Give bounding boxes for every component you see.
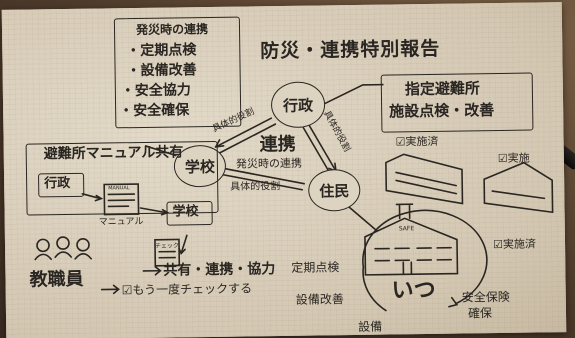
manual-caption: マニュアル: [98, 216, 144, 228]
cycle-anzen2: 確保: [467, 306, 493, 321]
shelter-box-line1: 指定避難所: [404, 79, 481, 99]
manual-gakkou-label: 学校: [172, 204, 199, 220]
manual-box-heading: 避難所マニュアル共有: [43, 144, 184, 163]
node-juumin-label: 住民: [319, 181, 350, 201]
cycle-teiki: 定期点検: [291, 260, 340, 275]
building-sign: SAFE: [398, 225, 415, 233]
shelter-box-line2: 施設点検・改善: [389, 101, 495, 121]
staff-recheck: ☑もう一度チェックする: [121, 281, 253, 298]
page-title: 防災・連携特別報告: [260, 37, 441, 63]
manual-gyousei-label: 行政: [44, 175, 71, 192]
check-done-2: ☑実施: [497, 151, 530, 166]
staff-label: 教職員: [29, 268, 84, 291]
paper-sheet: 防災・連携特別報告 発災時の連携 ・定期点検 ・設備改善 ・安全協力 ・安全確保…: [1, 2, 567, 338]
check-done-1: ☑実施済: [395, 134, 439, 149]
staff-share: 共有・連携・協力: [163, 261, 276, 279]
cycle-bottom: 設備: [358, 319, 383, 334]
node-gyousei-label: 行政: [282, 96, 314, 115]
manual-cover-text: MANUAL: [108, 185, 130, 192]
disaster-item-2: ・設備改善: [126, 62, 197, 80]
cycle-anzen1: 安全保険: [461, 289, 510, 305]
checklist-label: チェック: [154, 242, 180, 250]
cycle-center: いつ: [391, 277, 436, 304]
cycle-setsubi: 設備改善: [295, 292, 344, 307]
disaster-box-heading: 発災時の連携: [135, 22, 209, 38]
disaster-item-1: ・定期点検: [126, 42, 197, 60]
renkei-label: 連携: [259, 133, 296, 156]
role-bottom: 具体的役割: [230, 181, 281, 193]
disaster-item-4: ・安全確保: [119, 102, 190, 120]
check-done-3: ☑実施済: [492, 237, 537, 252]
renkei-sub: 発災時の連携: [235, 156, 302, 171]
sketch-lines: [34, 83, 554, 312]
disaster-item-3: ・安全協力: [120, 82, 191, 100]
